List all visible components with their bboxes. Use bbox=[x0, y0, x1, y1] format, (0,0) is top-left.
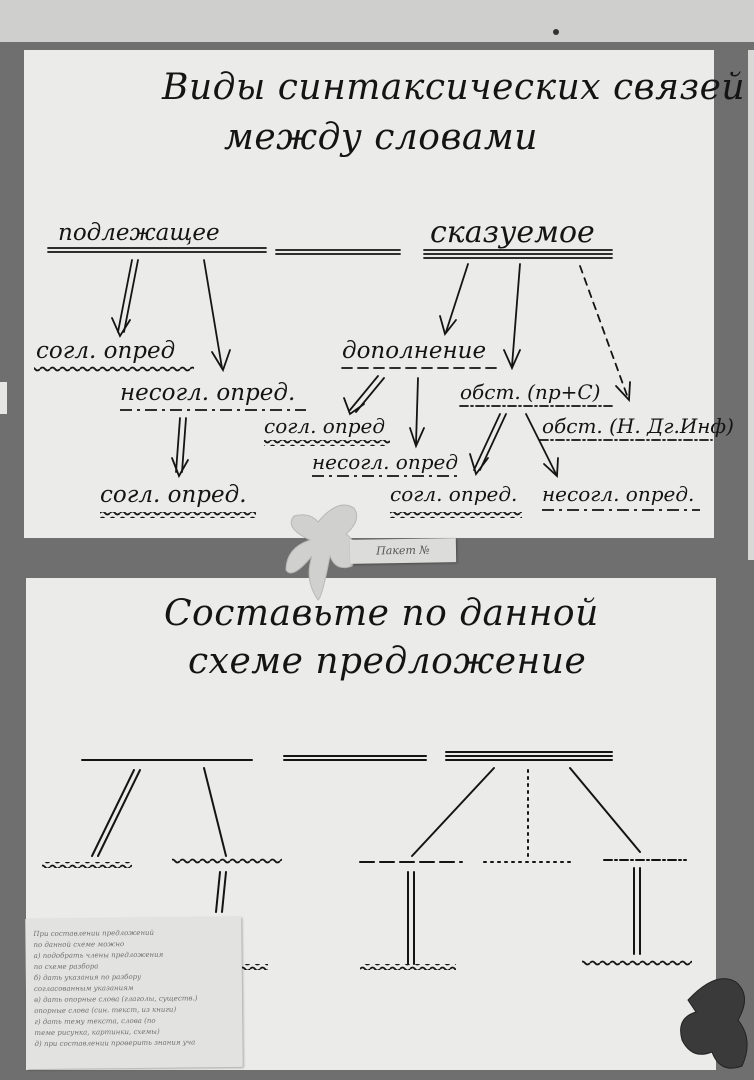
label-non-agreed-attribute: несогл. опред bbox=[312, 450, 459, 474]
label-predicate: сказуемое bbox=[430, 215, 595, 250]
instruction-note: При составлении предложений по данной сх… bbox=[25, 916, 243, 1070]
package-tag: Пакет № bbox=[349, 538, 457, 564]
wavy-underline bbox=[390, 512, 522, 518]
note-line: д) при составлении проверить знания уча bbox=[34, 1038, 196, 1049]
label-object: дополнение bbox=[342, 338, 487, 364]
wavy-underline bbox=[100, 512, 256, 518]
wavy-dash-underlines bbox=[120, 409, 700, 511]
label-non-agreed-attribute: несогл. опред. bbox=[542, 482, 695, 506]
top-wall-strip bbox=[0, 0, 754, 42]
wavy-underline bbox=[360, 964, 456, 970]
pin-icon bbox=[553, 29, 559, 35]
wavy-underline bbox=[242, 964, 268, 970]
butterfly-cutout bbox=[285, 504, 358, 601]
label-adverbial: обст. (Н. Дг.Инф) bbox=[542, 414, 734, 438]
wavy-underline bbox=[42, 862, 132, 868]
poster-top-title-line1: Виды синтаксических связей bbox=[162, 67, 746, 108]
edge-paper-right bbox=[748, 50, 754, 560]
label-non-agreed-attribute: несогл. опред. bbox=[120, 380, 296, 406]
wavy-underline bbox=[582, 960, 692, 966]
wavy-underline bbox=[34, 366, 194, 372]
edge-paper-left bbox=[0, 382, 7, 414]
label-agreed-attribute: согл. опред. bbox=[100, 482, 247, 508]
poster-top-title-line2: между словами bbox=[224, 117, 538, 158]
label-subject: подлежащее bbox=[58, 220, 220, 246]
poster-top bbox=[24, 50, 714, 538]
wavy-underline bbox=[264, 440, 390, 446]
label-agreed-attribute: согл. опред bbox=[264, 414, 386, 438]
wavy-underline bbox=[172, 858, 282, 864]
poster-bottom-title-line2: схеме предложение bbox=[188, 641, 587, 682]
label-adverbial: обст. (пр+С) bbox=[460, 380, 601, 404]
poster-bottom-scheme bbox=[81, 751, 687, 965]
poster-top-diagram bbox=[47, 247, 713, 479]
leaf-cutout bbox=[680, 978, 748, 1069]
label-agreed-attribute: согл. опред bbox=[36, 338, 176, 364]
poster-bottom-title-line1: Составьте по данной bbox=[164, 593, 599, 634]
label-agreed-attribute: согл. опред. bbox=[390, 482, 518, 506]
